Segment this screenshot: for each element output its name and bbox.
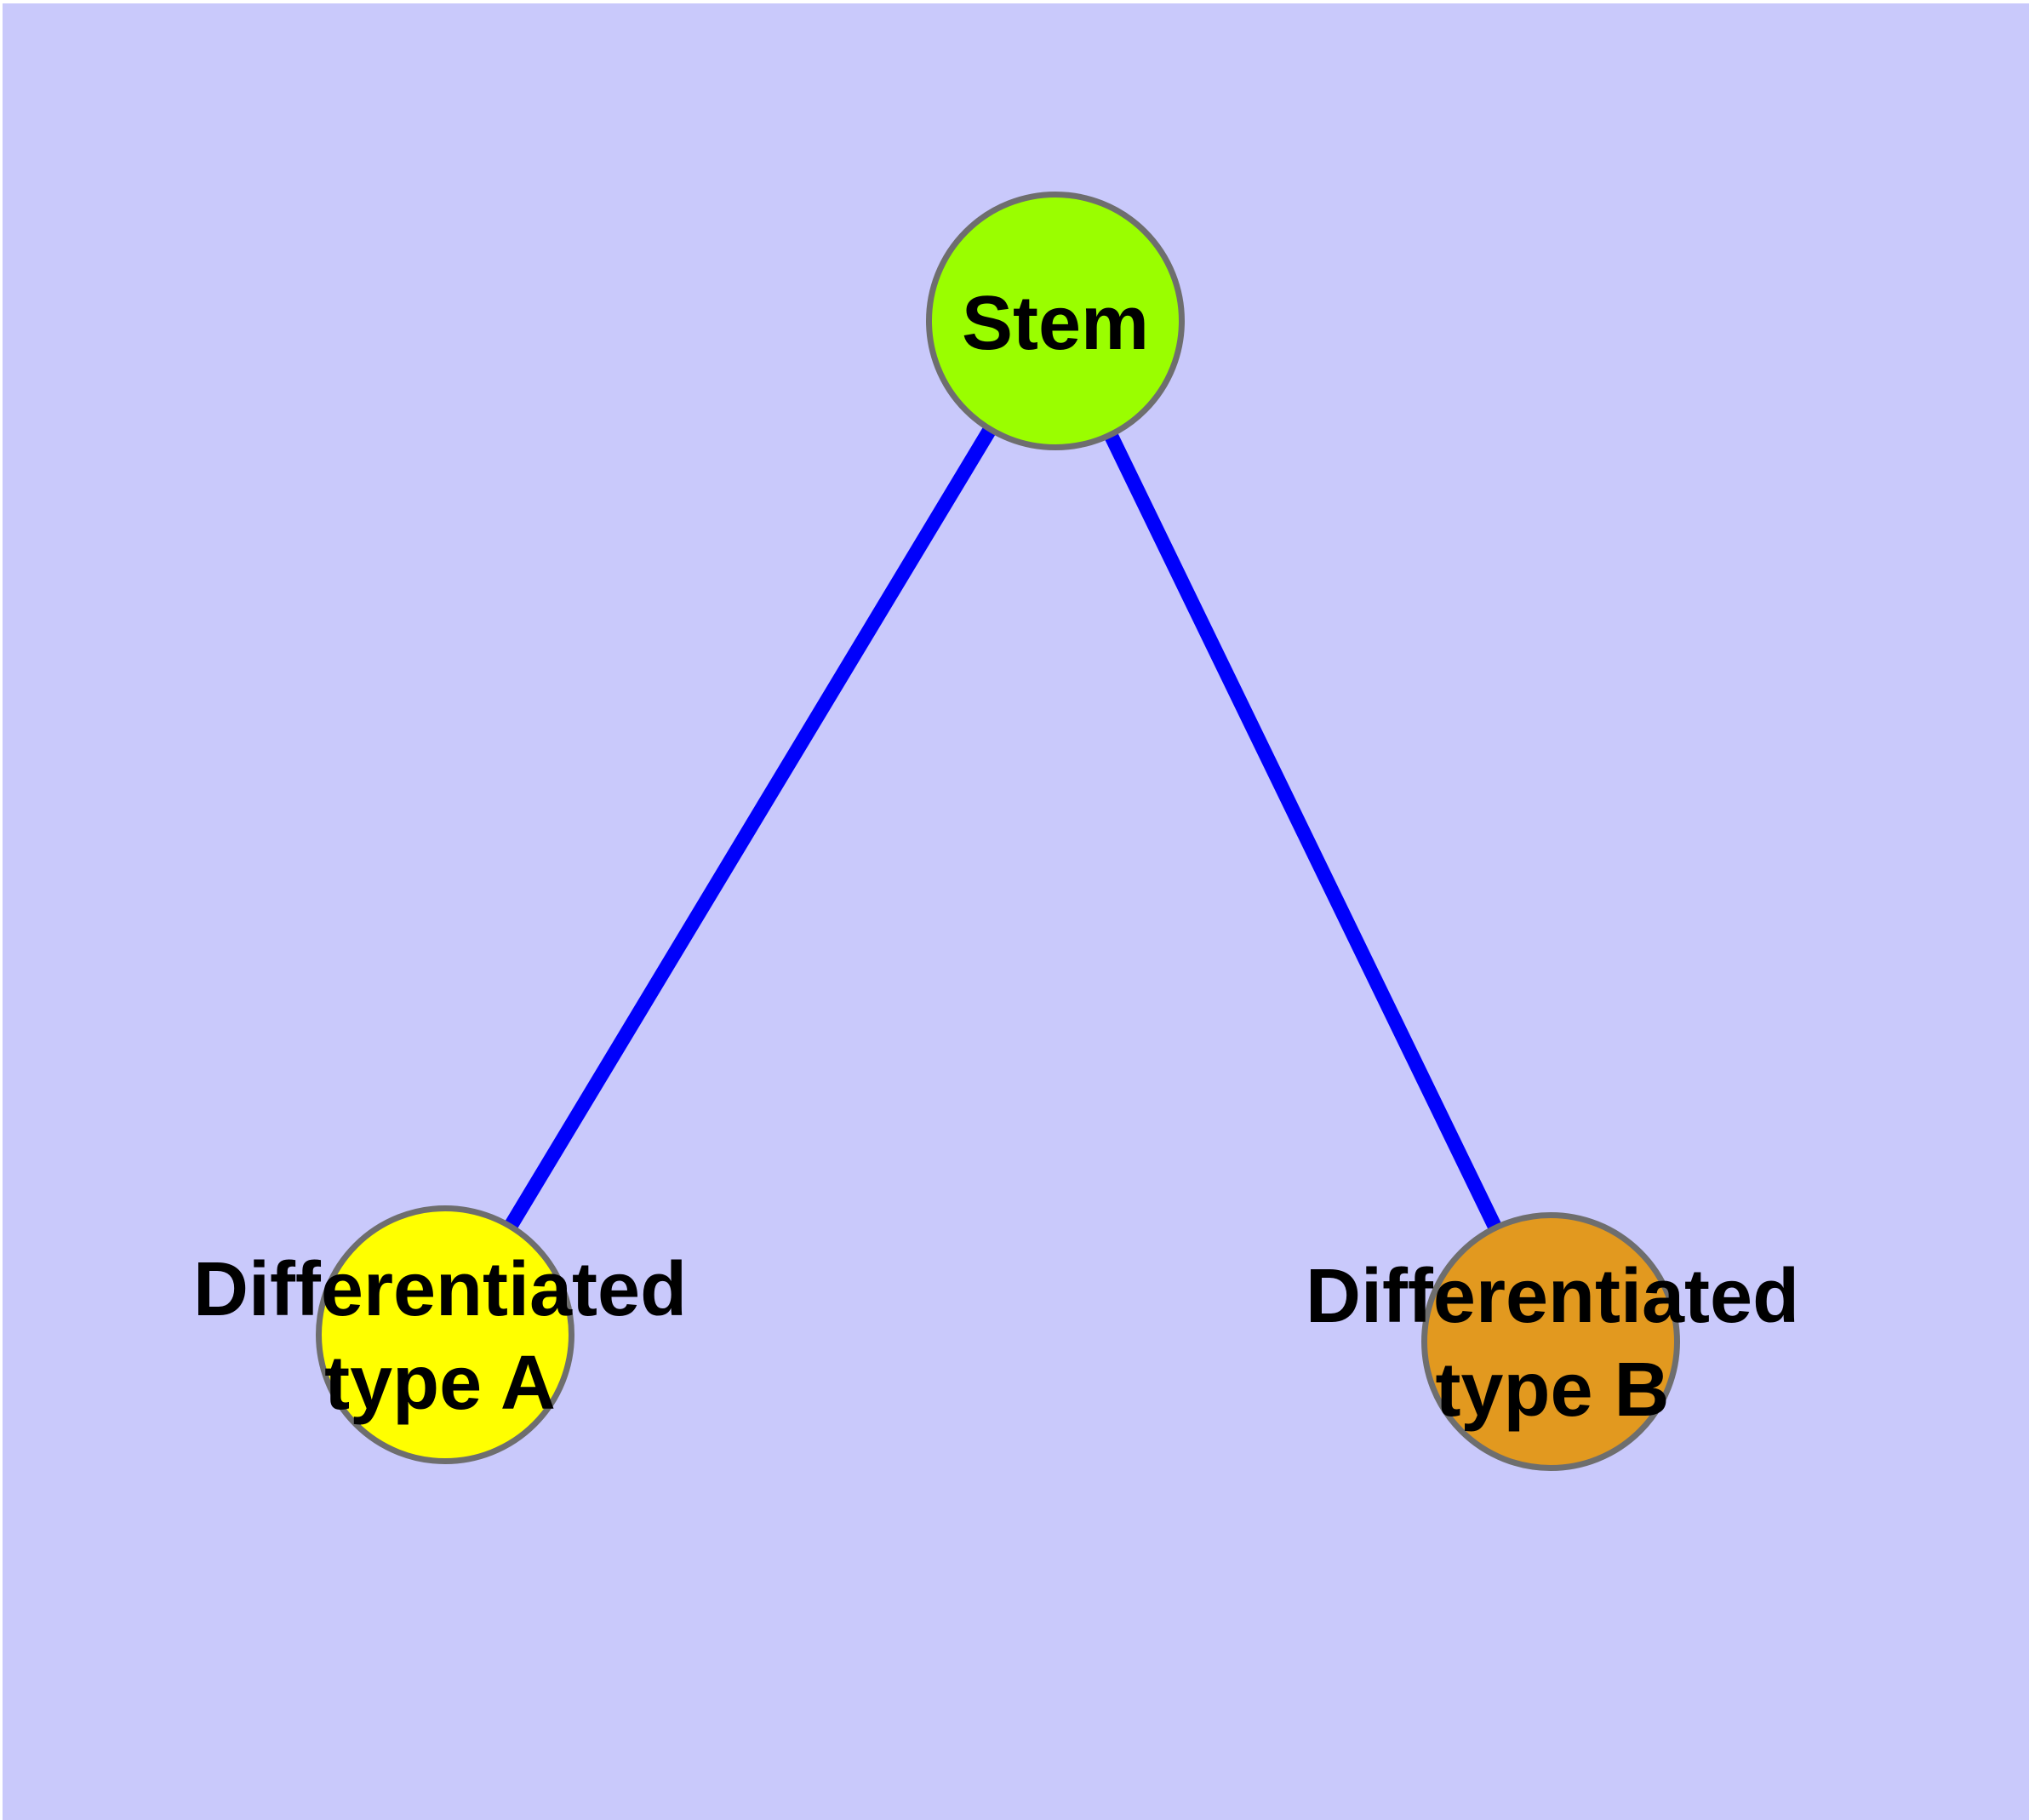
- edge-stem-to-type-a: [438, 317, 1062, 1339]
- node-label-differentiated-type-b: Differentiated type B: [1306, 1250, 1799, 1437]
- node-label-line: Stem: [961, 281, 1150, 366]
- edges-layer: [438, 317, 1557, 1345]
- node-label-differentiated-type-a: Differentiated type A: [193, 1243, 687, 1430]
- node-stem: [926, 192, 1185, 450]
- node-differentiated-type-a: [316, 1205, 574, 1464]
- node-label-line: Differentiated: [192, 1247, 688, 1332]
- node-label-stem: Stem: [962, 277, 1149, 370]
- node-label-line: type B: [1435, 1348, 1670, 1433]
- edge-stem-to-type-b: [1049, 318, 1557, 1345]
- node-label-line: type A: [324, 1341, 556, 1426]
- node-label-line: Differentiated: [1305, 1254, 1800, 1339]
- node-differentiated-type-b: [1421, 1212, 1680, 1471]
